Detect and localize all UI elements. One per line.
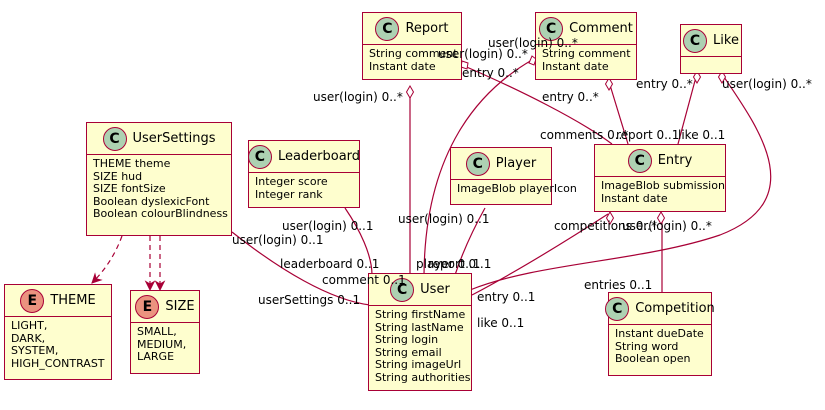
edge-comment-entry — [609, 84, 629, 145]
class-user: C User String firstName String lastName … — [368, 273, 472, 391]
class-name: User — [420, 282, 450, 297]
field: Instant date — [601, 191, 668, 205]
field: ImageBlob submission — [601, 179, 725, 192]
class-icon: C — [539, 16, 564, 41]
edge-leaderboard-user — [344, 207, 373, 276]
field: String imageUrl — [375, 358, 462, 371]
edge-player-user — [454, 207, 486, 276]
field: SIZE fontSize — [93, 182, 166, 195]
edge-like-entry — [677, 76, 697, 145]
edge-comment-user — [423, 59, 533, 276]
class-entry: C Entry ImageBlob submission Instant dat… — [594, 144, 726, 212]
label-entry-user: user(login) 0..* — [622, 219, 712, 233]
edge-report-entry — [461, 64, 613, 145]
label-comment-user: user(login) 0..* — [488, 36, 578, 50]
field: String comment — [369, 47, 458, 60]
field: Integer score — [255, 175, 328, 188]
class-name: Report — [405, 21, 449, 36]
field: String authorities — [375, 370, 471, 384]
label-competition-entries: entries 0..1 — [584, 278, 653, 292]
edge-entry-user — [471, 213, 609, 296]
edge-like-user — [469, 76, 772, 291]
class-icon: C — [465, 151, 490, 176]
field: Integer rank — [255, 187, 323, 201]
enum-icon: E — [20, 288, 45, 313]
label-user-report: report 0..1 — [428, 257, 492, 271]
enum-name: SIZE — [165, 299, 195, 314]
field: Boolean dyslexicFont — [93, 194, 210, 208]
enum-value: HIGH_CONTRAST — [11, 356, 105, 370]
label-entry-competitions: competitions 0..* — [554, 219, 657, 233]
field: Boolean colourBlindness — [93, 207, 228, 220]
field: String login — [375, 333, 439, 346]
label-leaderboard-user: user(login) 0..1 — [282, 219, 374, 233]
class-icon: C — [627, 148, 652, 173]
field: ImageBlob playerIcon — [457, 182, 577, 195]
class-icon: C — [247, 144, 272, 169]
class-report: C Report String comment Instant date — [362, 12, 462, 80]
class-usersettings: C UserSettings THEME theme SIZE hud SIZE… — [86, 122, 232, 236]
class-like: C Like — [680, 24, 742, 74]
class-player: C Player ImageBlob playerIcon — [450, 147, 577, 205]
field: String email — [375, 345, 442, 359]
label-user-like: like 0..1 — [477, 316, 525, 330]
edge-usersettings-user — [231, 231, 371, 306]
dep-usersettings-theme — [91, 235, 123, 284]
class-name: Comment — [569, 21, 633, 36]
label-user-comment: comment 0..1 — [322, 273, 406, 287]
label-like-user: user(login) 0..* — [722, 77, 812, 91]
class-icon: C — [390, 277, 415, 302]
field: Boolean open — [615, 352, 691, 365]
field: THEME theme — [93, 157, 171, 170]
label-entry-like: like 0..1 — [678, 128, 726, 142]
class-name: Like — [713, 33, 739, 48]
field: Instant dueDate — [615, 327, 704, 340]
enum-size: E SIZE SMALL, MEDIUM, LARGE — [130, 290, 200, 374]
label-report-entry: entry 0..* — [462, 66, 519, 80]
enum-name: THEME — [50, 293, 96, 308]
enum-value: SMALL, — [137, 325, 177, 338]
enum-value: SYSTEM, — [11, 344, 59, 357]
class-name: Entry — [657, 153, 693, 168]
field: String word — [615, 339, 679, 353]
label-user-leaderboard: leaderboard 0..1 — [280, 257, 380, 271]
class-icon: C — [375, 16, 400, 41]
enum-value: LARGE — [137, 350, 175, 363]
class-icon: C — [605, 296, 630, 321]
field: String lastName — [375, 320, 464, 334]
label-entry-report: report 0..1 — [616, 128, 680, 142]
label-entry-comments: comments 0..* — [540, 128, 629, 142]
label-usersettings-user: user(login) 0..1 — [232, 233, 324, 247]
label-user-player: player 0..1 — [416, 257, 481, 271]
field: Instant date — [369, 59, 436, 73]
field: String firstName — [375, 308, 466, 321]
label-player-user: user(login) 0..1 — [398, 212, 490, 226]
class-name: Leaderboard — [277, 149, 361, 164]
enum-value: LIGHT, — [11, 319, 48, 332]
class-icon: C — [683, 28, 708, 53]
enum-value: DARK, — [11, 331, 46, 345]
field: SIZE hud — [93, 169, 143, 183]
label-report-user: user(login) 0..* — [313, 90, 403, 104]
label-user-usersettings: userSettings 0..1 — [258, 293, 361, 307]
label-user-entry: entry 0..1 — [477, 290, 536, 304]
class-name: UserSettings — [132, 131, 216, 146]
class-competition: C Competition Instant dueDate String wor… — [605, 292, 715, 376]
label-like-entry: entry 0..* — [636, 77, 693, 91]
class-name: Competition — [635, 301, 715, 316]
class-leaderboard: C Leaderboard Integer score Integer rank — [247, 140, 361, 208]
class-name: Player — [495, 156, 537, 171]
label-report-user-top: user(login) 0..* — [438, 47, 528, 61]
label-comment-entry: entry 0..* — [542, 90, 599, 104]
field: String comment — [542, 47, 631, 60]
enum-value: MEDIUM, — [137, 337, 187, 351]
enum-icon: E — [135, 294, 160, 319]
field: Instant date — [542, 59, 609, 73]
class-comment: C Comment String comment Instant date — [535, 12, 637, 80]
enum-theme: E THEME LIGHT, DARK, SYSTEM, HIGH_CONTRA… — [4, 284, 112, 380]
class-icon: C — [102, 126, 127, 151]
